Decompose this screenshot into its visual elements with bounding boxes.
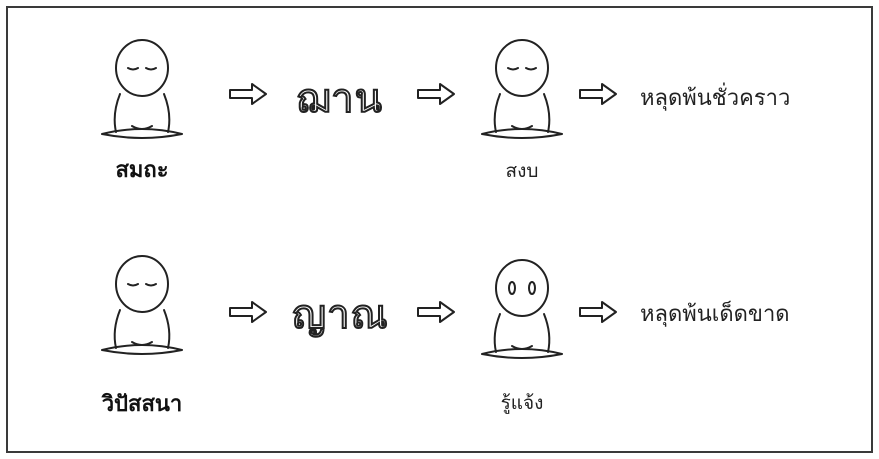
- result-text: หลุดพ้นชั่วคราว: [640, 86, 791, 111]
- result-text: หลุดพ้นเด็ดขาด: [640, 302, 790, 327]
- stage-word: ฌาน: [295, 75, 383, 123]
- method-label: สมถะ: [115, 158, 169, 183]
- diagram-frame: [6, 6, 873, 453]
- outline-arrow-right-icon: [228, 300, 268, 324]
- method-label: วิปัสสนา: [101, 392, 183, 417]
- outline-arrow-right-icon: [416, 82, 456, 106]
- outline-arrow-right-icon: [416, 300, 456, 324]
- meditating-figure-eyes-open-icon: [472, 256, 572, 366]
- outline-arrow-right-icon: [578, 82, 618, 106]
- outline-arrow-right-icon: [578, 300, 618, 324]
- outline-arrow-right-icon: [228, 82, 268, 106]
- stage-word: ญาณ: [291, 291, 389, 339]
- meditating-figure-icon: [92, 36, 192, 146]
- meditating-figure-icon: [92, 252, 192, 362]
- meditating-figure-icon: [472, 36, 572, 146]
- state-label: สงบ: [505, 160, 539, 182]
- state-label: รู้แจ้ง: [500, 392, 544, 414]
